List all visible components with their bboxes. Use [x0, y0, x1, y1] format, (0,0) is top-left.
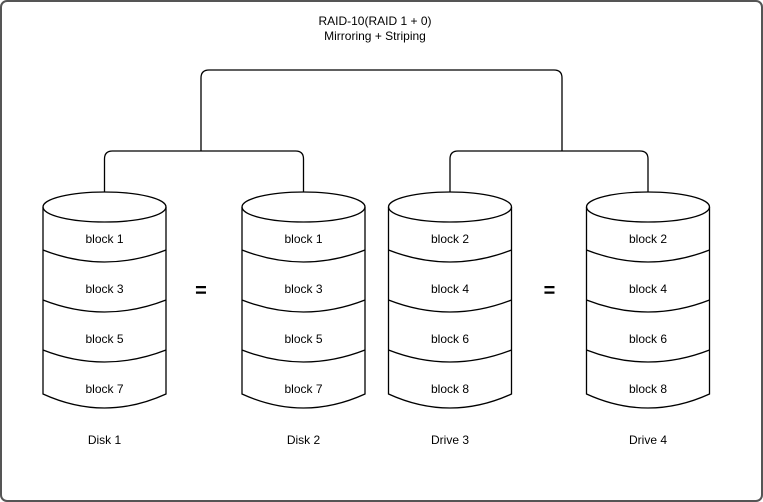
block-separator: [42, 299, 167, 313]
block-label: block 1: [284, 232, 322, 246]
disk-label: Drive 4: [629, 433, 667, 447]
raid1-mirror-connector-right: [449, 150, 649, 192]
block-label: block 7: [284, 382, 322, 396]
block-separator: [241, 299, 366, 313]
block-label: block 3: [284, 282, 322, 296]
cylinder-top-ellipse: [387, 191, 513, 223]
block-label: block 4: [629, 282, 667, 296]
disk-label: Disk 1: [88, 433, 122, 447]
block-label: block 5: [85, 332, 123, 346]
cylinder-top-ellipse: [42, 191, 167, 223]
cylinder-body: [387, 207, 513, 409]
block-label: block 8: [431, 382, 469, 396]
cylinder-body: [585, 207, 711, 409]
disk-cylinder-4: block 2 block 4 block 6 block 8 Drive 4: [585, 191, 711, 447]
disk-label: Drive 3: [431, 433, 469, 447]
block-label: block 5: [284, 332, 322, 346]
block-separator: [388, 249, 512, 263]
block-separator: [586, 349, 710, 363]
block-separator: [388, 299, 512, 313]
raid0-stripe-connector: [200, 69, 563, 151]
block-separator: [241, 249, 366, 263]
block-label: block 7: [85, 382, 123, 396]
raid1-mirror-connector-left: [103, 150, 305, 192]
block-label: block 1: [85, 232, 123, 246]
block-label: block 6: [629, 332, 667, 346]
cylinder-top-ellipse: [585, 191, 711, 223]
block-separator: [586, 249, 710, 263]
cylinder-body: [42, 207, 167, 409]
diagram-title-line2: Mirroring + Striping: [324, 29, 426, 43]
connector-tree: [103, 69, 649, 192]
block-label: block 4: [431, 282, 469, 296]
block-separator: [241, 349, 366, 363]
block-label: block 8: [629, 382, 667, 396]
block-separator: [586, 299, 710, 313]
cylinder-body: [241, 207, 366, 409]
block-label: block 2: [629, 232, 667, 246]
block-label: block 2: [431, 232, 469, 246]
equals-sign-left: =: [195, 280, 207, 302]
diagram-title-line1: RAID-10(RAID 1 + 0): [318, 14, 431, 28]
disk-cylinder-3: block 2 block 4 block 6 block 8 Drive 3: [387, 191, 513, 447]
disk-cylinder-2: block 1 block 3 block 5 block 7 Disk 2: [241, 191, 366, 447]
block-label: block 3: [85, 282, 123, 296]
block-label: block 6: [431, 332, 469, 346]
disk-cylinder-1: block 1 block 3 block 5 block 7 Disk 1: [42, 191, 167, 447]
block-separator: [42, 349, 167, 363]
disk-label: Disk 2: [287, 433, 321, 447]
block-separator: [42, 249, 167, 263]
block-separator: [388, 349, 512, 363]
equals-sign-right: =: [544, 280, 556, 302]
cylinder-top-ellipse: [241, 191, 366, 223]
